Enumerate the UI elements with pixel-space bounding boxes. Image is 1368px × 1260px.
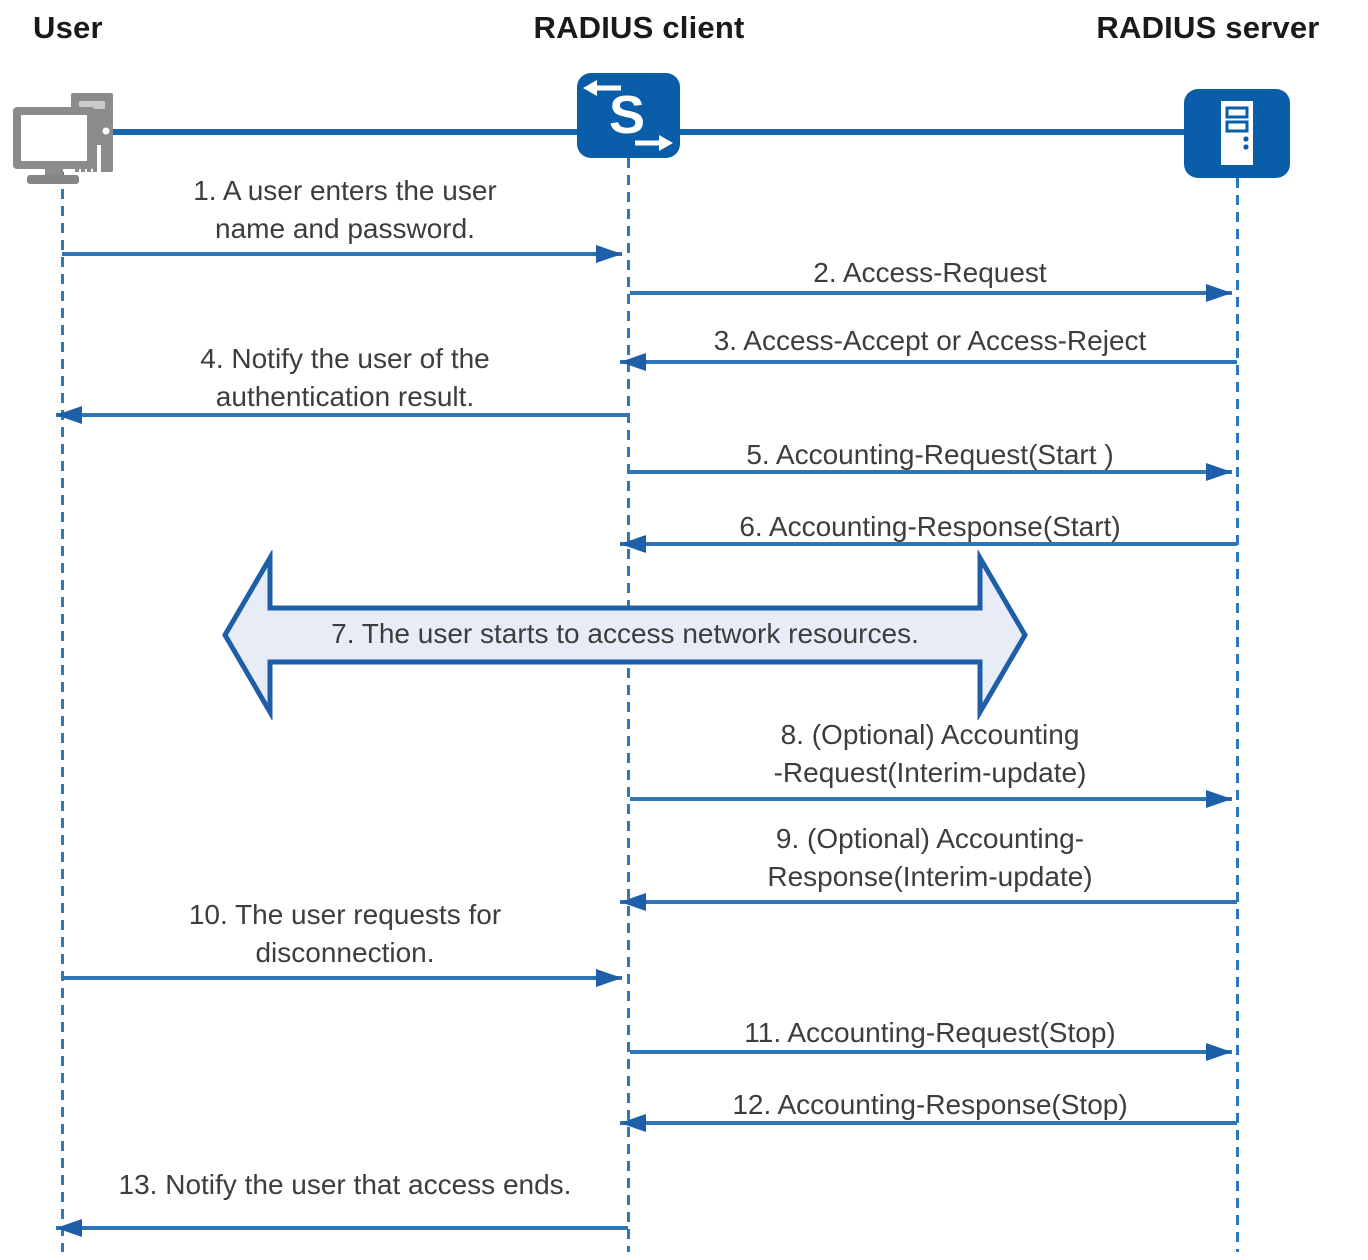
message-1-arrow — [62, 252, 622, 256]
lifeline-user — [61, 172, 64, 1252]
message-6-arrow — [620, 542, 1237, 546]
message-4-arrow — [56, 413, 628, 417]
message-8-label: 8. (Optional) Accounting -Request(Interi… — [773, 719, 1087, 788]
server-icon — [1184, 89, 1290, 178]
message-3-label: 3. Access-Accept or Access-Reject — [713, 325, 1147, 356]
message-9-label: 9. (Optional) Accounting- Response(Inter… — [767, 823, 1093, 892]
message-13-arrow — [56, 1226, 628, 1230]
message-7-label: 7. The user starts to access network res… — [331, 618, 919, 649]
desktop-computer-icon — [13, 93, 113, 184]
switch-letter: S — [609, 85, 645, 145]
network-access-banner-arrow — [222, 550, 1028, 720]
lifeline-server — [1236, 178, 1239, 1252]
message-1-label: 1. A user enters the user name and passw… — [193, 175, 497, 244]
message-13-label: 13. Notify the user that access ends. — [118, 1169, 572, 1200]
message-2-arrow — [630, 291, 1232, 295]
message-3-arrow — [620, 360, 1237, 364]
message-8-arrow — [630, 797, 1232, 801]
message-4-label: 4. Notify the user of the authentication… — [200, 343, 490, 412]
message-11-label: 11. Accounting-Request(Stop) — [744, 1017, 1116, 1048]
lifeline-client — [627, 158, 630, 1252]
actor-label-radius-server: RADIUS server — [1096, 10, 1320, 45]
message-5-label: 5. Accounting-Request(Start ) — [746, 439, 1114, 470]
message-12-arrow — [620, 1121, 1237, 1125]
message-9-arrow — [620, 900, 1237, 904]
message-10-label: 10. The user requests for disconnection. — [188, 899, 502, 968]
message-2-label: 2. Access-Request — [813, 257, 1047, 288]
actor-label-user: User — [33, 10, 103, 45]
message-10-arrow — [62, 976, 622, 980]
switch-icon: S — [577, 73, 680, 158]
actor-label-radius-client: RADIUS client — [533, 10, 745, 45]
message-11-arrow — [630, 1050, 1232, 1054]
message-12-label: 12. Accounting-Response(Stop) — [732, 1089, 1128, 1120]
message-5-arrow — [630, 470, 1232, 474]
message-6-label: 6. Accounting-Response(Start) — [739, 511, 1121, 542]
